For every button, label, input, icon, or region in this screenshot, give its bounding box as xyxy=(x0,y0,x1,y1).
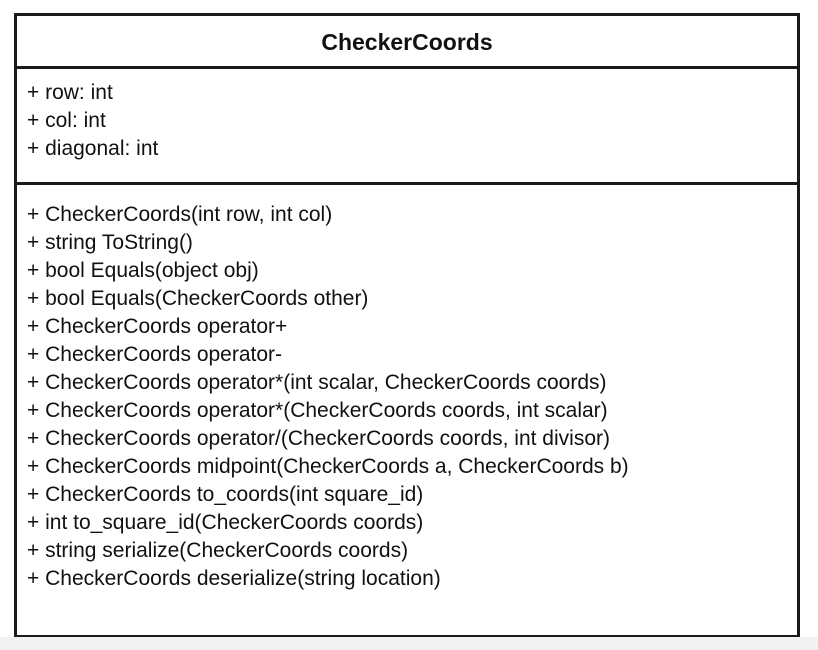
method-equals-checkercoords: + bool Equals(CheckerCoords other) xyxy=(27,287,369,310)
method-operator-multiply-scalar-first: + CheckerCoords operator*(int scalar, Ch… xyxy=(27,371,607,394)
attribute-row: + row: int xyxy=(27,81,113,104)
method-operator-minus: + CheckerCoords operator- xyxy=(27,343,283,366)
method-serialize: + string serialize(CheckerCoords coords) xyxy=(27,539,409,562)
method-equals-object: + bool Equals(object obj) xyxy=(27,259,259,282)
class-header: CheckerCoords xyxy=(17,16,797,69)
method-operator-multiply-coords-first: + CheckerCoords operator*(CheckerCoords … xyxy=(27,399,608,422)
class-name: CheckerCoords xyxy=(321,28,493,55)
attributes-compartment: + row: int + col: int + diagonal: int xyxy=(17,69,797,185)
attribute-diagonal: + diagonal: int xyxy=(27,137,159,160)
method-to-coords: + CheckerCoords to_coords(int square_id) xyxy=(27,483,424,506)
method-operator-plus: + CheckerCoords operator+ xyxy=(27,315,288,338)
methods-compartment: + CheckerCoords(int row, int col) + stri… xyxy=(17,185,797,593)
method-to-square-id: + int to_square_id(CheckerCoords coords) xyxy=(27,511,424,534)
attribute-col: + col: int xyxy=(27,109,106,132)
method-deserialize: + CheckerCoords deserialize(string locat… xyxy=(27,567,441,590)
method-midpoint: + CheckerCoords midpoint(CheckerCoords a… xyxy=(27,455,629,478)
bottom-margin-strip xyxy=(0,637,818,650)
uml-class-box: CheckerCoords + row: int + col: int + di… xyxy=(14,13,800,638)
method-operator-divide: + CheckerCoords operator/(CheckerCoords … xyxy=(27,427,610,450)
method-constructor: + CheckerCoords(int row, int col) xyxy=(27,203,333,226)
method-tostring: + string ToString() xyxy=(27,231,193,254)
